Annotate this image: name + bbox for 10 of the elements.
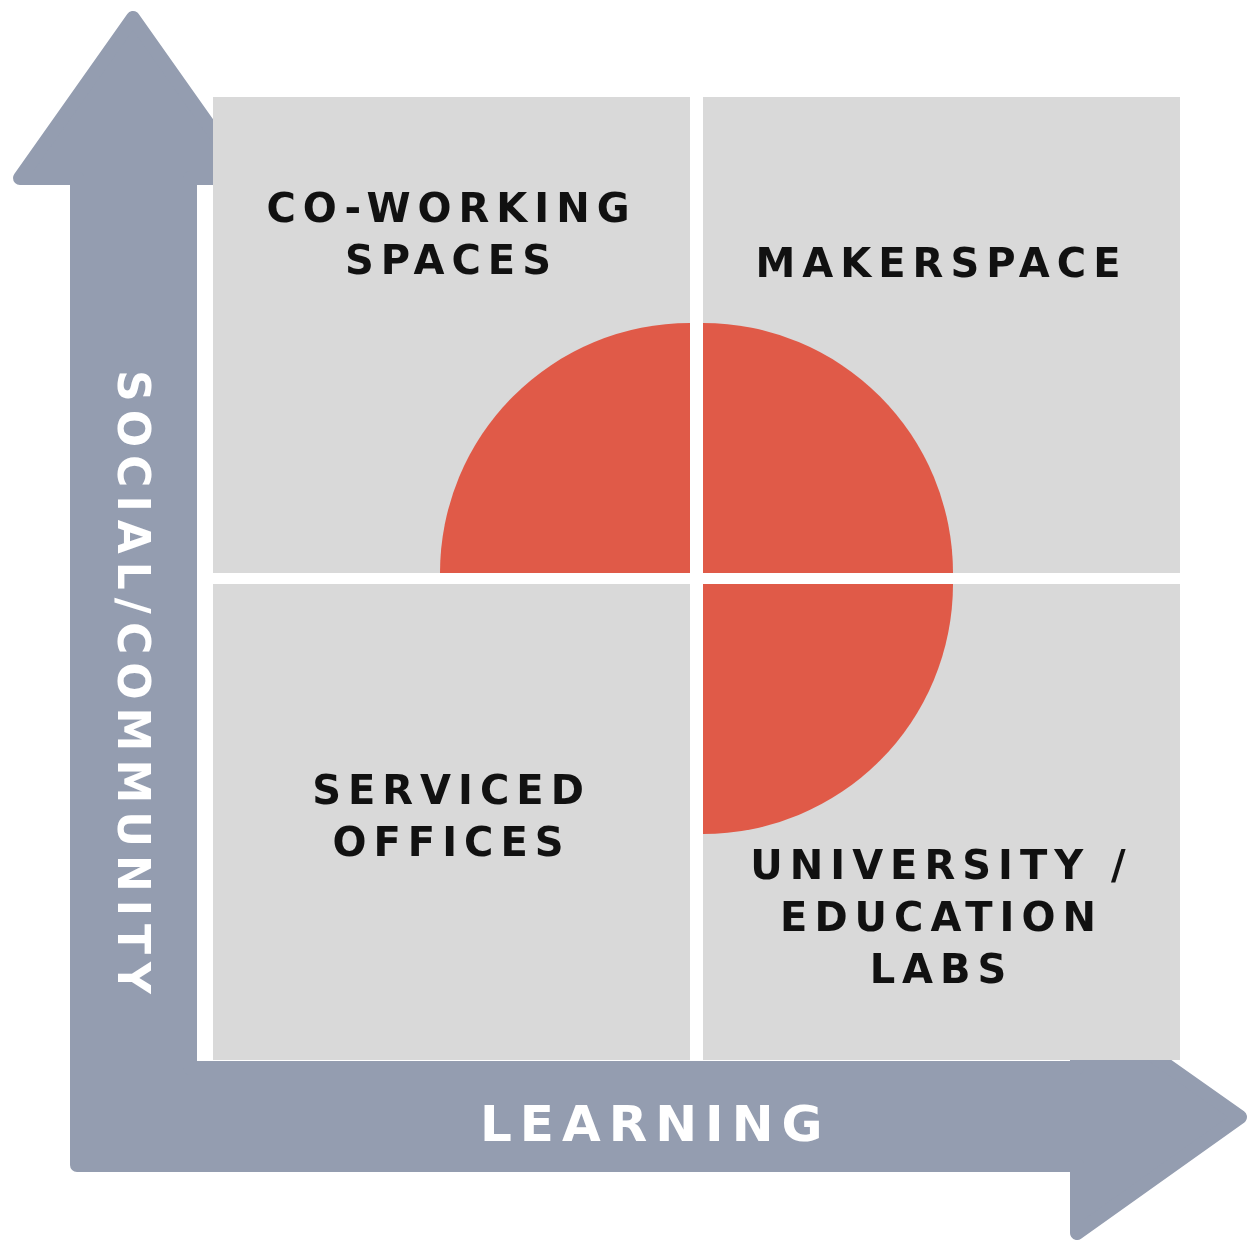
quadrant-panel bbox=[213, 97, 690, 573]
quadrant-panel bbox=[703, 584, 1180, 1060]
quadrant-title: CO-WORKING SPACES bbox=[266, 185, 637, 283]
quadrant-title: MAKERSPACE bbox=[755, 240, 1128, 286]
quadrant-panel bbox=[703, 97, 1180, 573]
quadrant-title: SERVICED OFFICES bbox=[312, 767, 591, 865]
quadrant-panel bbox=[213, 584, 690, 1060]
y-axis-label: SOCIAL/COMMUNITY bbox=[108, 370, 159, 1004]
x-axis-label: LEARNING bbox=[480, 1095, 831, 1153]
quadrant-title: UNIVERSITY / EDUCATION LABS bbox=[750, 842, 1133, 992]
